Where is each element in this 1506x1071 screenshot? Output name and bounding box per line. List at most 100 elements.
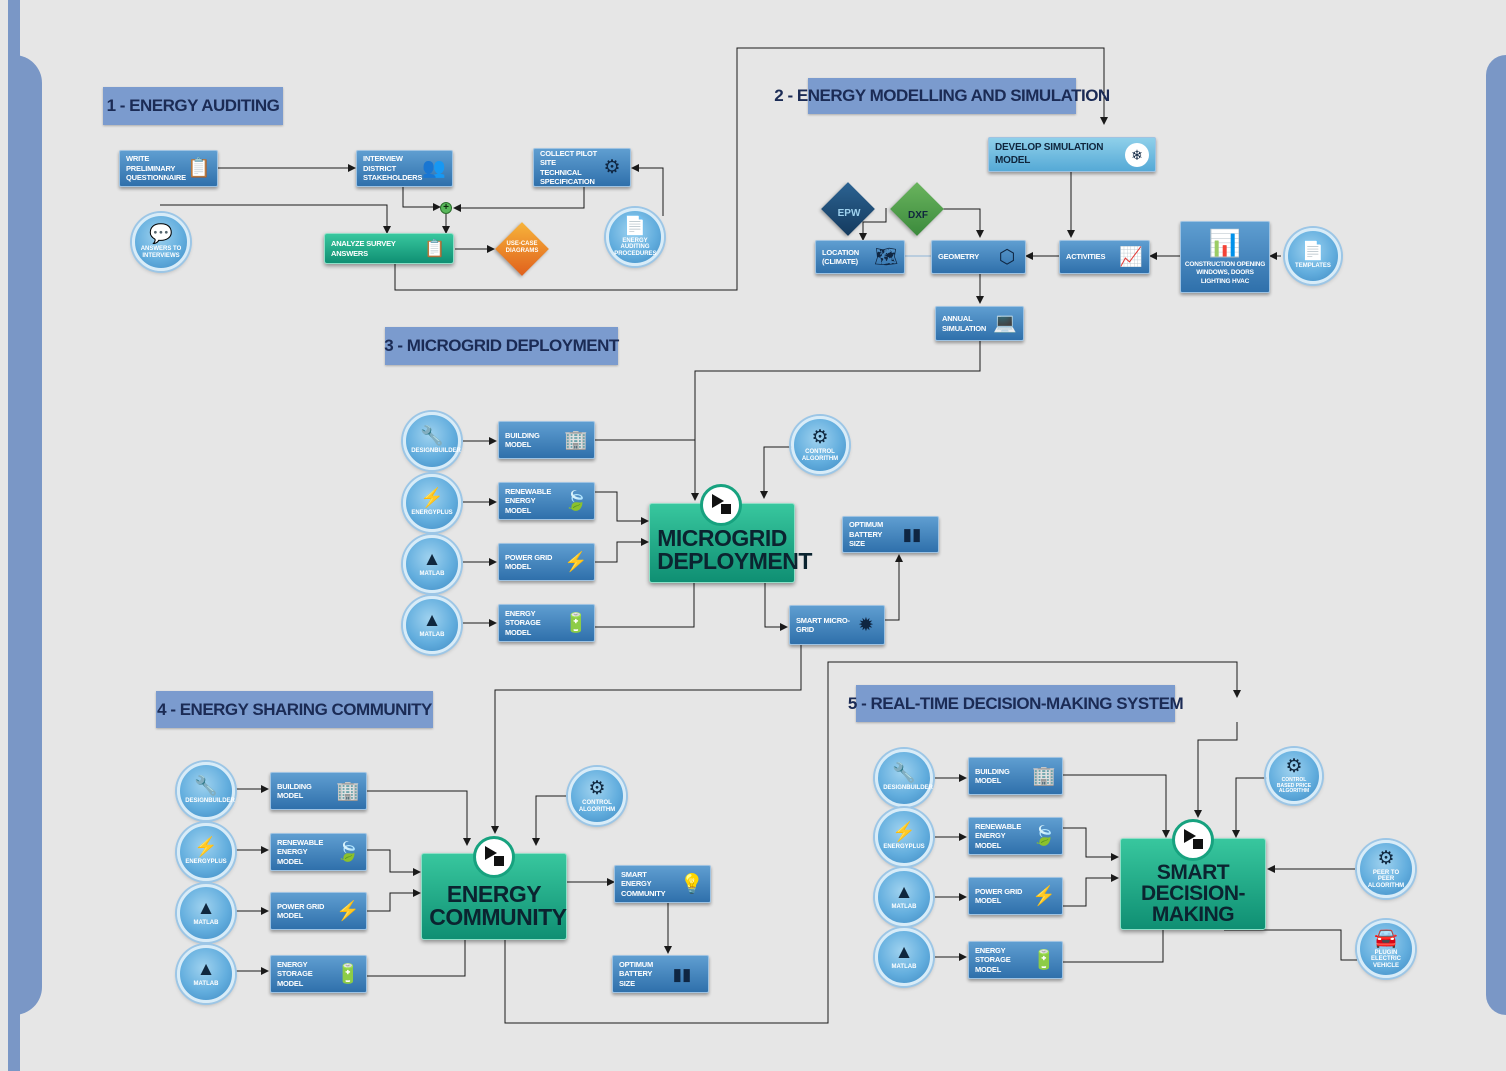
- interview-box[interactable]: INTERVIEW DISTRICT STAKEHOLDERS 👥: [356, 150, 453, 187]
- powergrid-model-label-mg: POWER GRID MODEL: [505, 552, 553, 571]
- meeting-icon: 👥: [422, 158, 446, 179]
- interview-people-icon: 💬: [149, 223, 173, 245]
- epw-label: EPW: [837, 208, 861, 219]
- renewable-model-box-mg[interactable]: RENEWABLE ENERGY MODEL 🍃: [498, 482, 595, 520]
- p2p-algorithm-circle[interactable]: ⚙ PEER TO PEER ALGORITHM: [1357, 840, 1415, 898]
- building-model-label-ec: BUILDING MODEL: [277, 781, 312, 800]
- activities-label: ACTIVITIES: [1066, 252, 1106, 262]
- building-model-box-ec[interactable]: BUILDING MODEL 🏢: [270, 772, 367, 810]
- building-model-box-dm[interactable]: BUILDING MODEL 🏢: [968, 757, 1063, 795]
- activities-box[interactable]: ACTIVITIES 📈: [1059, 240, 1150, 274]
- control-price-algorithm-circle[interactable]: ⚙ CONTROL BASED PRICE ALGORITHM: [1266, 748, 1322, 804]
- process-play-icon: [1184, 829, 1203, 849]
- template-document-icon: 📄: [1301, 241, 1325, 263]
- matlab-circle-dm-2[interactable]: ▲ MATLAB: [875, 928, 933, 986]
- microgrid-play-icon: [700, 484, 742, 526]
- storage-model-box-mg[interactable]: ENERGY STORAGE MODEL 🔋: [498, 604, 595, 642]
- smart-energy-community-box[interactable]: SMART ENERGY COMMUNITY 💡: [614, 865, 711, 903]
- electric-car-icon: 🚘: [1374, 927, 1398, 949]
- battery-size-box-ec[interactable]: OPTIMUM BATTERY SIZE ▮▮: [612, 955, 709, 993]
- section-title-decision-making: 5 - REAL-TIME DECISION-MAKING SYSTEM: [848, 685, 1184, 722]
- community-play-icon: [473, 836, 515, 878]
- analyze-label: ANALYZE SURVEY ANSWERS: [331, 239, 396, 258]
- powergrid-model-box-ec[interactable]: POWER GRID MODEL ⚡: [270, 892, 367, 930]
- matlab-circle-mg-1[interactable]: ▲ MATLAB: [403, 535, 461, 593]
- matlab-circle-mg-2[interactable]: ▲ MATLAB: [403, 596, 461, 654]
- merge-plus-icon: +: [440, 202, 452, 214]
- location-label: LOCATION (CLIMATE): [822, 247, 860, 266]
- matlab-logo-icon: ▲: [196, 959, 216, 981]
- decision-play-icon: [1172, 819, 1214, 861]
- powergrid-model-box-dm[interactable]: POWER GRID MODEL ⚡: [968, 877, 1063, 915]
- storage-model-box-ec[interactable]: ENERGY STORAGE MODEL 🔋: [270, 955, 367, 993]
- matlab-label-dm-1: MATLAB: [891, 904, 917, 911]
- renewable-model-box-dm[interactable]: RENEWABLE ENERGY MODEL 🍃: [968, 817, 1063, 855]
- activity-schedule-icon: 📈: [1119, 246, 1143, 268]
- annual-simulation-label: ANNUAL SIMULATION: [942, 314, 987, 333]
- control-algorithm-circle-ec[interactable]: ⚙ CONTROL ALGORITHM: [568, 767, 626, 825]
- renewable-model-label-dm: RENEWABLE ENERGY MODEL: [975, 821, 1022, 850]
- questionnaire-box[interactable]: WRITE PRELIMINARY QUESTIONNAIRE 📋: [119, 150, 218, 187]
- section-title-energy-sharing: 4 - ENERGY SHARING COMMUNITY: [156, 691, 433, 728]
- algorithm-gear-icon: ⚙: [811, 426, 829, 448]
- templates-label: TEMPLATES: [1295, 263, 1331, 270]
- energyplus-circle-mg[interactable]: ⚡ ENERGYPLUS: [403, 474, 461, 532]
- energyplus-circle-dm[interactable]: ⚡ ENERGYPLUS: [875, 808, 933, 866]
- usecase-label: USE-CASE DIAGRAMS: [505, 241, 539, 255]
- energyplus-label-dm: ENERGYPLUS: [883, 844, 925, 851]
- templates-circle[interactable]: 📄 TEMPLATES: [1285, 228, 1341, 284]
- construction-label: CONSTRUCTION OPENING WINDOWS, DOORS LIGH…: [1184, 261, 1266, 285]
- building-model-box-mg[interactable]: BUILDING MODEL 🏢: [498, 421, 595, 459]
- procedures-circle[interactable]: 📄 ENERGY AUDITING PROCEDURES: [606, 208, 664, 266]
- presentation-board-icon: 📊: [1208, 228, 1242, 259]
- matlab-logo-icon: ▲: [422, 549, 442, 571]
- location-box[interactable]: LOCATION (CLIMATE) 🗺: [815, 240, 905, 274]
- smart-microgrid-label: SMART MICRO-GRID: [796, 615, 850, 634]
- smart-microgrid-box[interactable]: SMART MICRO-GRID ✹: [789, 605, 885, 645]
- collect-box[interactable]: COLLECT PILOT SITE TECHNICAL SPECIFICATI…: [533, 148, 631, 187]
- analyze-box[interactable]: ANALYZE SURVEY ANSWERS 📋: [324, 233, 454, 264]
- right-frame-bulge: [1486, 55, 1506, 1015]
- annual-simulation-box[interactable]: ANNUAL SIMULATION 💻: [935, 306, 1024, 341]
- smart-decision-box[interactable]: SMART DECISION-MAKING: [1120, 838, 1266, 930]
- energyplus-circle-ec[interactable]: ⚡ ENERGYPLUS: [177, 823, 235, 881]
- powergrid-model-box-mg[interactable]: POWER GRID MODEL ⚡: [498, 543, 595, 581]
- matlab-label-mg-2: MATLAB: [419, 632, 445, 639]
- develop-model-box[interactable]: DEVELOP SIMULATION MODEL ❄: [988, 137, 1156, 172]
- matlab-circle-dm-1[interactable]: ▲ MATLAB: [875, 868, 933, 926]
- designbuilder-circle-mg[interactable]: 🔧 DESIGNBUILDER: [403, 412, 461, 470]
- storage-model-label-ec: ENERGY STORAGE MODEL: [277, 959, 313, 988]
- section-title-microgrid-deployment: 3 - MICROGRID DEPLOYMENT: [384, 327, 619, 365]
- designbuilder-tool-icon: 🔧: [892, 763, 916, 785]
- battery-storage-icon: 🔋: [564, 612, 588, 634]
- construction-box[interactable]: 📊 CONSTRUCTION OPENING WINDOWS, DOORS LI…: [1180, 221, 1270, 293]
- battery-size-box-mg[interactable]: OPTIMUM BATTERY SIZE ▮▮: [842, 516, 939, 553]
- process-play-icon: [485, 846, 504, 866]
- renewable-model-box-ec[interactable]: RENEWABLE ENERGY MODEL 🍃: [270, 833, 367, 871]
- left-frame-bulge: [8, 55, 42, 1015]
- storage-model-box-dm[interactable]: ENERGY STORAGE MODEL 🔋: [968, 941, 1063, 979]
- lightning-plus-icon: ⚡: [420, 488, 444, 510]
- designbuilder-circle-dm[interactable]: 🔧 DESIGNBUILDER: [875, 749, 933, 807]
- p2p-algorithm-label: PEER TO PEER ALGORITHM: [1367, 869, 1405, 889]
- geometry-box[interactable]: GEOMETRY ⬡: [931, 240, 1026, 274]
- control-algorithm-circle-mg[interactable]: ⚙ CONTROL ALGORITHM: [791, 416, 849, 474]
- matlab-logo-icon: ▲: [894, 882, 914, 904]
- answers-label: ANSWERS TO INTERVIEWS: [140, 245, 182, 259]
- matlab-circle-ec-1[interactable]: ▲ MATLAB: [177, 884, 235, 942]
- section-title-energy-auditing: 1 - ENERGY AUDITING: [103, 87, 283, 125]
- power-tower-icon: ⚡: [1032, 885, 1056, 907]
- power-tower-icon: ⚡: [564, 551, 588, 573]
- battery-icon: ▮▮: [902, 525, 922, 544]
- matlab-circle-ec-2[interactable]: ▲ MATLAB: [177, 945, 235, 1003]
- control-algorithm-label-ec: CONTROL ALGORITHM: [578, 799, 616, 813]
- electric-vehicle-circle[interactable]: 🚘 PLUGIN ELECTRIC VEHICLE: [1357, 920, 1415, 978]
- questionnaire-label: WRITE PRELIMINARY QUESTIONNAIRE: [126, 154, 186, 183]
- map-pin-icon: 🗺: [873, 246, 899, 268]
- smart-bulb-icon: 💡: [680, 873, 704, 895]
- designbuilder-circle-ec[interactable]: 🔧 DESIGNBUILDER: [177, 762, 235, 820]
- lightning-plus-icon: ⚡: [194, 837, 218, 859]
- answers-circle[interactable]: 💬 ANSWERS TO INTERVIEWS: [132, 213, 190, 271]
- powergrid-model-label-dm: POWER GRID MODEL: [975, 886, 1023, 905]
